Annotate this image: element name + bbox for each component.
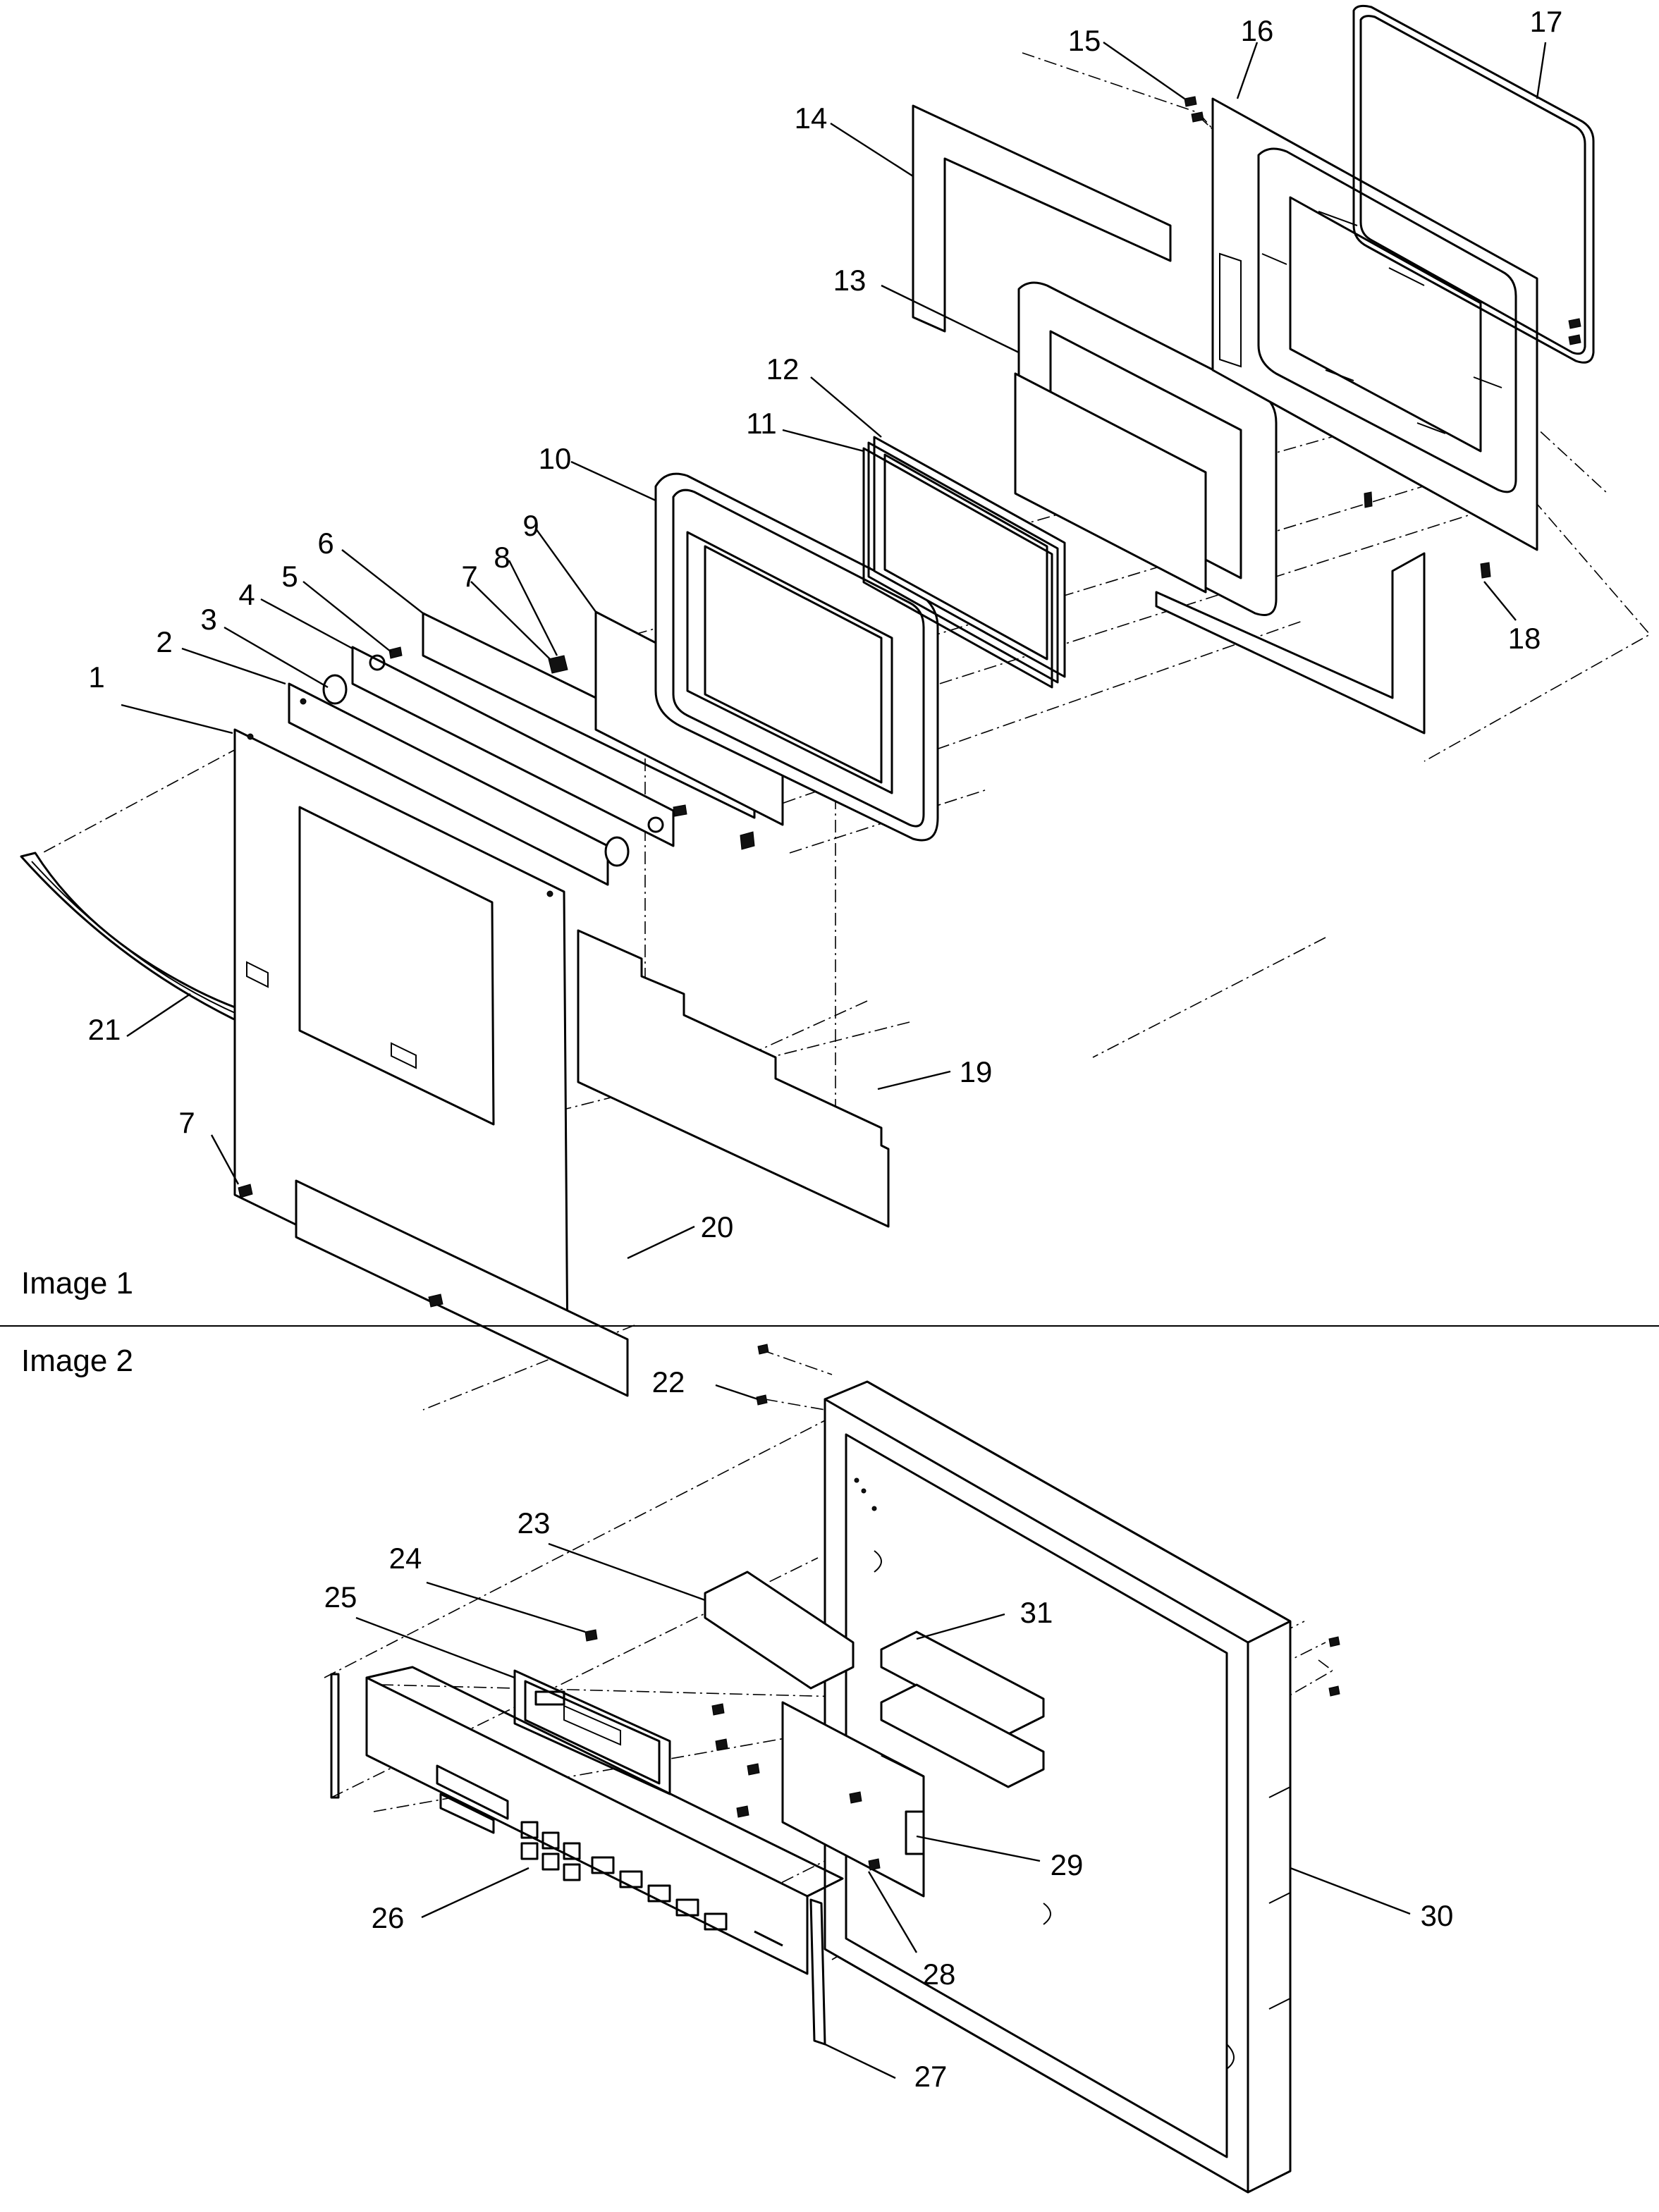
callout-27: 27: [914, 2060, 948, 2093]
image-1-door-assembly: 1 2 3 4 5 6 7 8 9 10 11 12 13 14 15 16 1…: [20, 4, 1651, 1411]
callout-17: 17: [1530, 5, 1563, 38]
part-2-top-trim: [288, 682, 609, 886]
callout-6: 6: [317, 527, 333, 560]
callout-16: 16: [1241, 14, 1274, 47]
callout-leaders-image-2: [355, 1384, 1411, 2079]
part-7-lower-screws: [238, 1184, 443, 1308]
callout-1: 1: [88, 660, 104, 694]
callout-7: 7: [461, 560, 477, 593]
callout-26: 26: [372, 1901, 405, 1934]
part-31-brackets: [880, 1630, 1045, 1788]
callouts-image-1: 1 2 3 4 5 6 7 8 9 10 11 12 13 14 15 16 1…: [88, 5, 1563, 1243]
part-10-gasket-frame: [654, 472, 939, 842]
part-11-12-glass-pack: [862, 436, 1066, 689]
part-30-oven-frame: [824, 1380, 1292, 2194]
part-20-kick-panel: [295, 1179, 629, 1397]
callouts-image-2: 22 23 24 25 26 27 28 29 30 31: [324, 1365, 1454, 2093]
callout-5: 5: [281, 560, 298, 593]
callout-12: 12: [766, 352, 800, 386]
part-4-hinge-bracket: [351, 646, 675, 847]
callout-leaders-image-1: [121, 42, 1547, 1260]
callout-28: 28: [923, 1958, 956, 1991]
callout-13: 13: [833, 264, 867, 297]
part-27-end-cap: [809, 1898, 826, 2046]
callout-9: 9: [522, 509, 539, 542]
part-23-top-cover: [704, 1571, 855, 1690]
callout-18: 18: [1508, 622, 1541, 655]
callout-14: 14: [795, 102, 828, 135]
part-19-vent-panel: [577, 929, 890, 1228]
callout-7-lower: 7: [178, 1106, 195, 1139]
callout-25: 25: [324, 1580, 357, 1614]
callout-20: 20: [701, 1210, 734, 1243]
part-14-insulation-strip: [912, 104, 1426, 735]
callout-21: 21: [88, 1013, 121, 1046]
callout-3: 3: [200, 603, 216, 636]
part-13-insulation-frame: [1014, 281, 1278, 616]
part-17-door-gasket: [1352, 4, 1595, 364]
callout-29: 29: [1051, 1848, 1084, 1881]
image-2-control-panel-assembly: 22 23 24 25 26 27 28 29 30 31 Image 2: [21, 1344, 1454, 2194]
image-2-screws: [584, 1344, 1340, 1871]
callout-8: 8: [494, 541, 510, 574]
image-2-caption: Image 2: [21, 1344, 133, 1378]
callout-24: 24: [389, 1542, 422, 1575]
part-26-control-panel-face: [330, 1666, 844, 1975]
part-16-inner-door-liner: [1211, 97, 1538, 551]
callout-15: 15: [1068, 24, 1101, 57]
part-3-hinge-bushings: [322, 674, 630, 867]
part-15-18-screws: [1184, 96, 1581, 579]
callout-22: 22: [652, 1365, 685, 1399]
callout-10: 10: [539, 442, 572, 475]
callout-4: 4: [238, 578, 255, 611]
callout-19: 19: [960, 1055, 993, 1088]
part-5-screws: [388, 646, 687, 817]
callout-31: 31: [1020, 1596, 1053, 1629]
callout-30: 30: [1421, 1899, 1454, 1932]
callout-23: 23: [518, 1506, 551, 1540]
callout-2: 2: [156, 625, 172, 658]
image-1-caption: Image 1: [21, 1266, 133, 1301]
callout-11: 11: [746, 407, 777, 440]
